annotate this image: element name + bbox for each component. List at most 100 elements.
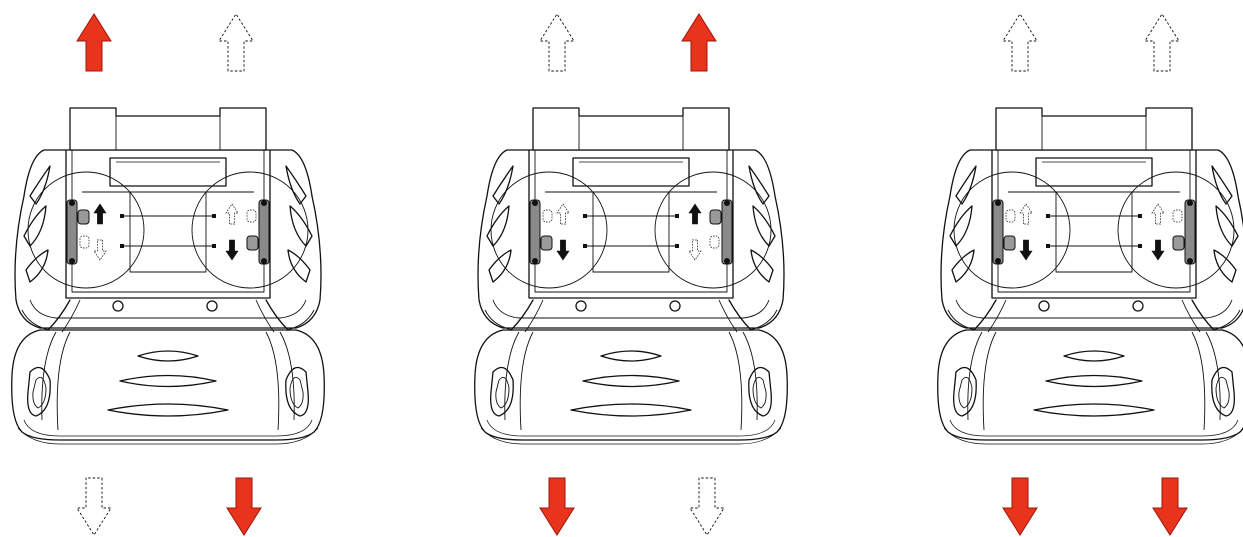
right-fin-3 <box>750 249 774 283</box>
base-lens-1 <box>1063 350 1125 362</box>
left-clip-ghost <box>542 209 553 223</box>
base-lens-3 <box>1033 403 1155 417</box>
panel-3 <box>937 13 1243 536</box>
rail-stop-br <box>1138 244 1142 248</box>
base-tray <box>11 329 325 441</box>
left-fin-1 <box>29 165 51 205</box>
right-leg <box>265 299 289 331</box>
left-rail-pin-bottom <box>995 258 1001 264</box>
center-sheet <box>592 192 670 273</box>
right-rail <box>1184 199 1196 265</box>
rail-stop-bl <box>583 244 587 248</box>
inner-frame <box>528 149 734 299</box>
base-groove-right <box>279 331 295 421</box>
base-groove-left-2 <box>56 331 71 431</box>
base-groove-right-2 <box>1191 331 1206 431</box>
base-left-slot <box>953 366 977 417</box>
base-lens-1 <box>137 350 199 362</box>
rail-stop-br <box>675 244 679 248</box>
right-fin-1 <box>1211 165 1233 205</box>
left-leg-2 <box>987 299 1007 333</box>
right-rail-pin-top <box>724 200 730 206</box>
base-edge-line-2 <box>17 427 319 445</box>
housing-lower-edge-left <box>484 309 514 331</box>
base-groove-right-2 <box>728 331 743 431</box>
right-fin-1 <box>748 165 770 205</box>
left-rail <box>992 199 1004 265</box>
right-rail-pin-bottom <box>261 258 267 264</box>
base-groove-left-2 <box>982 331 997 431</box>
housing-hole-right <box>1132 300 1144 312</box>
right-rail-pin-top <box>261 200 267 206</box>
top-plate-left-tab <box>996 107 1043 116</box>
bottom-left-arrow <box>539 477 575 536</box>
right-fin-2 <box>752 205 776 247</box>
right-fin-1 <box>285 165 307 205</box>
top-plate <box>995 107 1193 151</box>
panel-2 <box>474 13 788 536</box>
base-left-slot-inner <box>495 376 510 409</box>
base-groove-right <box>1205 331 1221 421</box>
right-fin-2 <box>1215 205 1239 247</box>
bottom-right-arrow <box>226 477 262 536</box>
base-groove-left <box>967 331 983 421</box>
housing-hole-right <box>206 300 218 312</box>
right-leg-2 <box>718 299 738 333</box>
top-plate <box>69 107 267 151</box>
inner-frame <box>991 149 1197 299</box>
rail-stop-tl <box>120 214 124 218</box>
left-fin-3 <box>951 249 975 283</box>
left-fin-2 <box>486 205 510 247</box>
left-fin-3 <box>488 249 512 283</box>
right-fin-3 <box>1213 249 1237 283</box>
base-lens-3 <box>107 403 229 417</box>
top-left-arrow <box>1002 13 1038 72</box>
center-sheet <box>1055 192 1133 273</box>
left-leg <box>973 299 997 331</box>
right-rail-pin-top <box>1187 200 1193 206</box>
right-slider-clip <box>246 235 259 251</box>
bottom-left-arrow <box>76 477 112 536</box>
inner-frame <box>65 149 271 299</box>
base-groove-left <box>41 331 57 421</box>
base-edge-line-2 <box>943 427 1243 445</box>
base-right-slot-inner <box>752 376 767 409</box>
top-slot-window <box>109 157 227 187</box>
housing-lower-edge <box>492 299 770 319</box>
housing-lower-edge <box>29 299 307 319</box>
housing-hole-left <box>1038 300 1050 312</box>
housing-hole-left <box>575 300 587 312</box>
base-edge-line <box>949 419 1239 437</box>
base-left-slot <box>27 366 51 417</box>
housing-lower-edge-left <box>947 309 977 331</box>
base-tray <box>474 329 788 441</box>
upper-housing <box>477 149 785 329</box>
left-leg <box>47 299 71 331</box>
bottom-right-arrow <box>1152 477 1188 536</box>
base-edge-line <box>23 419 313 437</box>
left-leg-2 <box>524 299 544 333</box>
left-fin-2 <box>949 205 973 247</box>
housing-lower-edge <box>955 299 1233 319</box>
right-slider-clip <box>709 209 722 225</box>
left-rail <box>66 199 78 265</box>
right-rail-pin-bottom <box>1187 258 1193 264</box>
right-leg <box>1191 299 1215 331</box>
base-groove-left <box>504 331 520 421</box>
right-disc <box>1117 171 1235 289</box>
base-lens-2 <box>582 374 680 388</box>
base-groove-right <box>742 331 758 421</box>
bottom-left-arrow <box>1002 477 1038 536</box>
right-clip-ghost <box>1172 209 1183 223</box>
housing-lower-edge-right <box>1211 309 1241 331</box>
right-clip-ghost <box>709 235 720 249</box>
rail-stop-tr <box>675 214 679 218</box>
housing-lower-edge-right <box>748 309 778 331</box>
base-left-slot <box>490 366 514 417</box>
right-rail-pin-bottom <box>724 258 730 264</box>
rail-stop-bl <box>120 244 124 248</box>
left-rail-pin-bottom <box>69 258 75 264</box>
housing-hole-left <box>112 300 124 312</box>
rail-stop-tr <box>1138 214 1142 218</box>
